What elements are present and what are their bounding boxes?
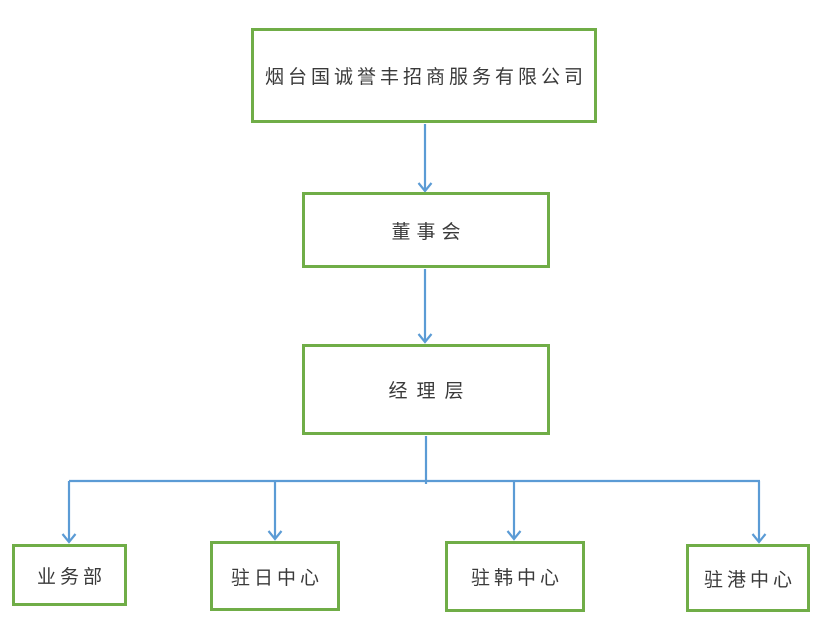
arrowhead-drop-dept-1 [61, 533, 77, 544]
org-node-management-label: 经理层 [388, 381, 473, 402]
org-node-board: 董事会 [302, 192, 550, 268]
org-node-dept-hongkong-center-label: 驻港中心 [703, 569, 796, 591]
org-node-dept-hongkong-center: 驻港中心 [686, 544, 810, 612]
org-node-dept-business-label: 业务部 [36, 566, 106, 588]
org-node-dept-japan-center: 驻日中心 [210, 541, 340, 611]
arrowhead-drop-dept-4 [751, 533, 767, 544]
arrowhead-company-board [417, 182, 433, 193]
arrowhead-drop-dept-2 [267, 530, 283, 541]
org-node-dept-korea-center: 驻韩中心 [445, 541, 585, 612]
arrowhead-board-management [417, 333, 433, 344]
org-node-company: 烟台国诚誉丰招商服务有限公司 [251, 28, 597, 123]
arrowhead-drop-dept-3 [506, 530, 522, 541]
org-node-dept-business: 业务部 [12, 544, 127, 606]
org-node-company-label: 烟台国诚誉丰招商服务有限公司 [264, 67, 587, 88]
org-node-dept-korea-center-label: 驻韩中心 [470, 568, 563, 589]
org-node-dept-japan-center-label: 驻日中心 [230, 567, 323, 589]
org-node-management: 经理层 [302, 344, 550, 435]
org-node-board-label: 董事会 [391, 221, 467, 243]
